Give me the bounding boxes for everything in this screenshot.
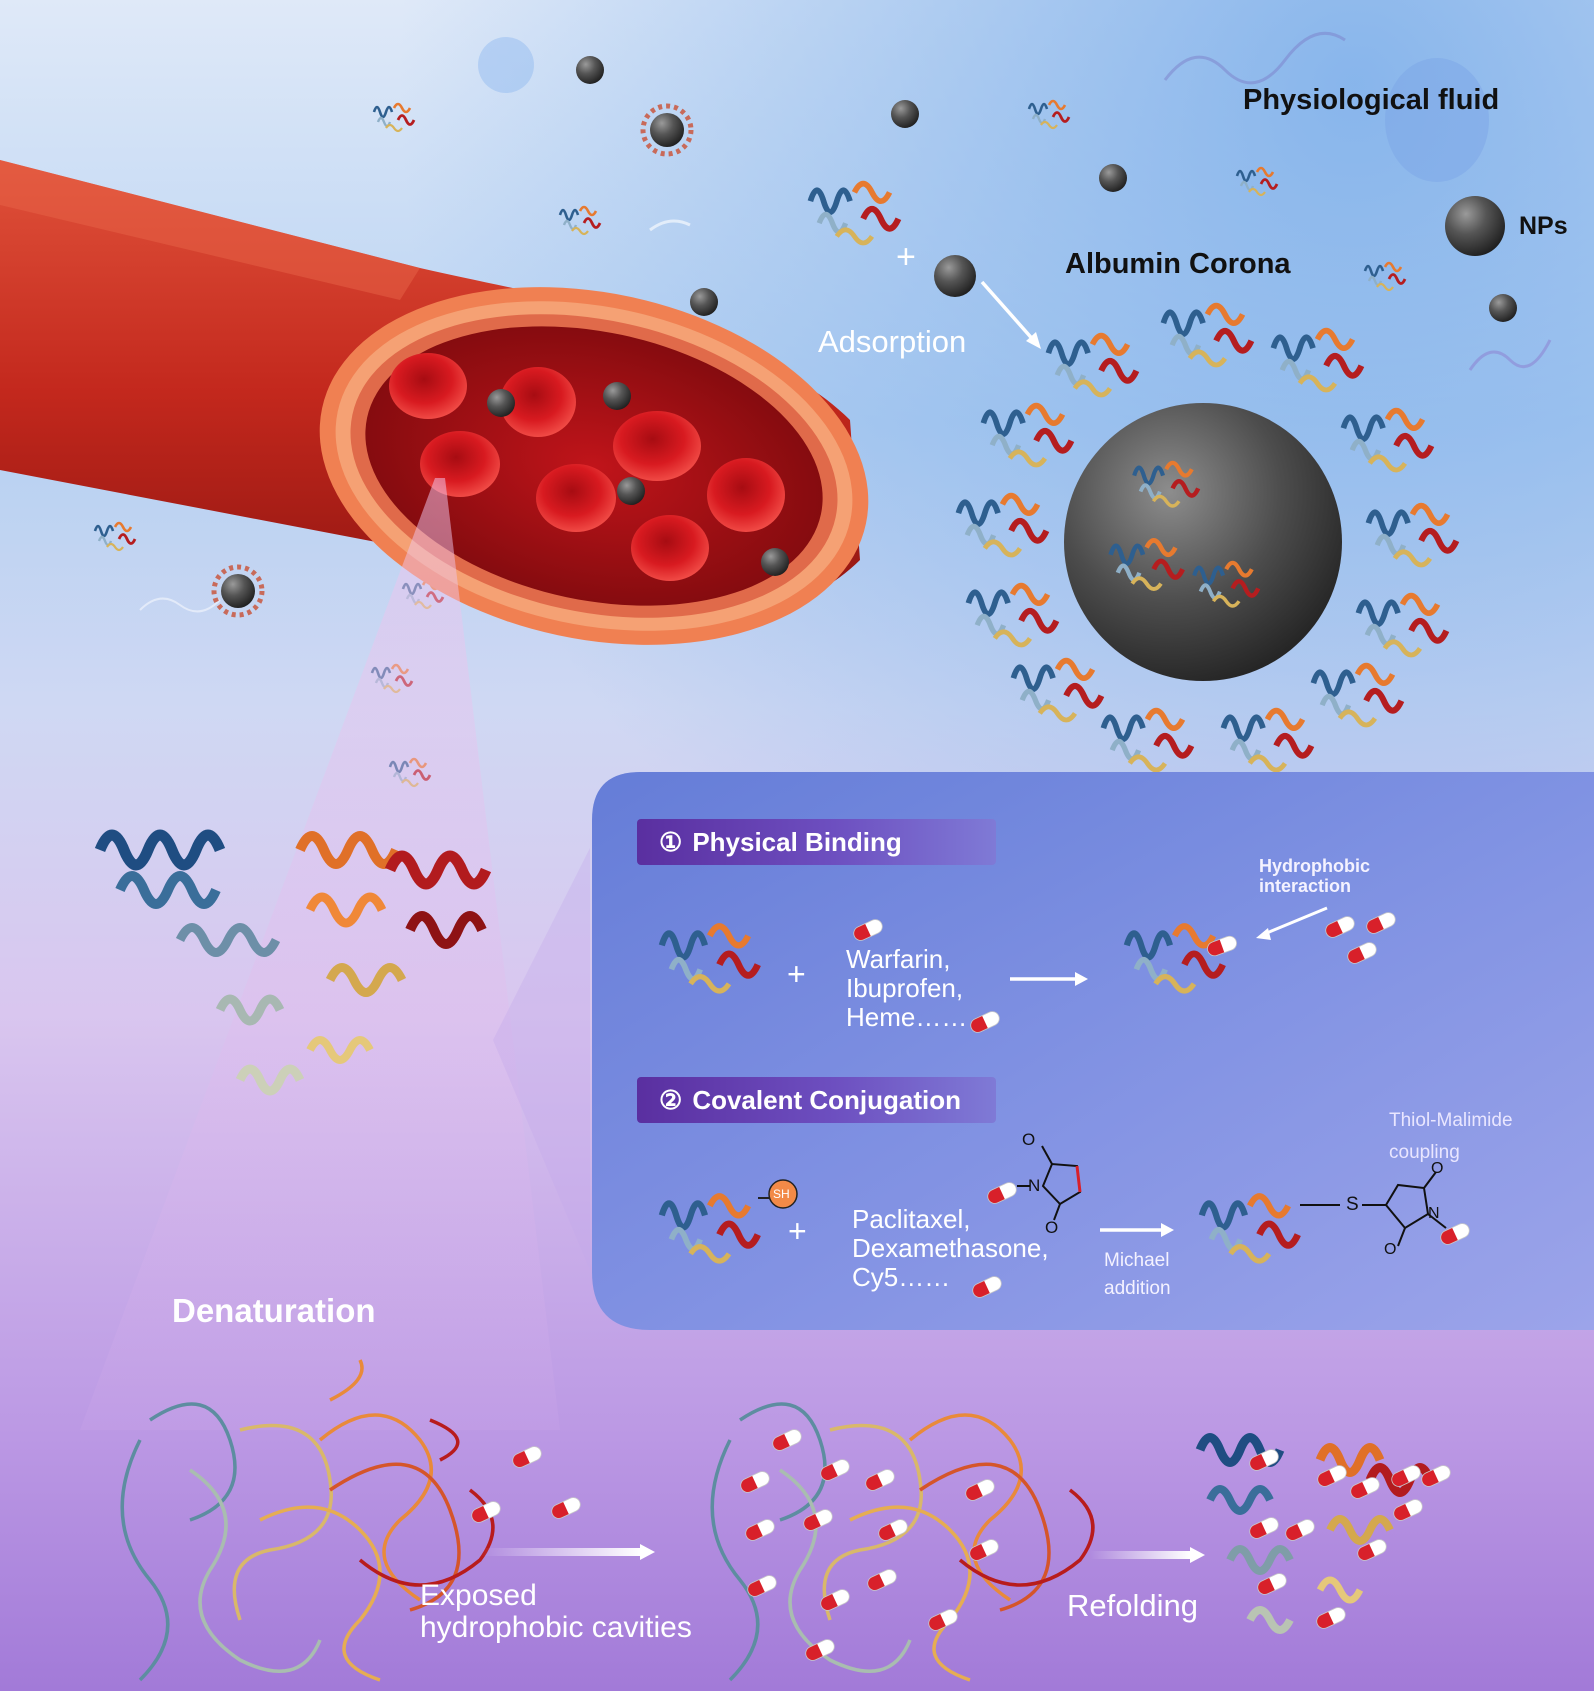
refolded-albumin <box>1195 1433 1435 1634</box>
binding-methods-panel <box>592 772 1594 1330</box>
maleimide-oxygen-top: O <box>1022 1130 1036 1149</box>
michael-addition-label: Michael addition <box>1104 1250 1171 1299</box>
plus-sign-top: + <box>896 238 916 276</box>
maleimide-oxygen-bottom: O <box>1045 1218 1059 1237</box>
sulfur-atom: S <box>1346 1194 1359 1215</box>
albumin-corona-particle <box>958 306 1456 770</box>
physical-binding-title: Physical Binding <box>692 827 902 857</box>
nanoparticle-scatter <box>576 56 1517 576</box>
red-blood-cells <box>389 353 785 581</box>
succinimide-oxygen-bottom: O <box>1384 1241 1397 1258</box>
physical-drug-list: Warfarin, Ibuprofen, Heme…… <box>846 944 968 1032</box>
hydrophobic-interaction-label: Hydrophobic interaction <box>1259 856 1370 896</box>
physical-binding-header: ① Physical Binding <box>637 819 996 865</box>
albumin-corona-label: Albumin Corona <box>1065 248 1291 280</box>
adsorption-label: Adsorption <box>818 324 967 359</box>
covalent-drug-list: Paclitaxel, Dexamethasone, Cy5…… <box>852 1204 1049 1292</box>
thiol-label: SH <box>773 1187 790 1201</box>
maleimide-structure <box>1017 1145 1082 1221</box>
blood-vessel <box>0 160 869 645</box>
physiological-fluid-label: Physiological fluid <box>1243 84 1500 116</box>
plus-sign-physical: + <box>787 956 806 992</box>
step-number-2: ② <box>659 1085 683 1115</box>
albumin-structure <box>94 829 492 1096</box>
thiol-group-icon <box>768 1179 798 1209</box>
thiol-maleimide-coupling-label: Thiol-Malimide coupling <box>1389 1110 1513 1163</box>
covalent-conjugation-header: ② Covalent Conjugation <box>637 1077 996 1123</box>
succinimide-nitrogen: N <box>1428 1205 1440 1222</box>
succinimide-oxygen-top: O <box>1431 1160 1444 1177</box>
maleimide-nitrogen: N <box>1028 1176 1041 1195</box>
np-legend-sphere <box>1445 196 1505 256</box>
plus-sign-covalent: + <box>788 1213 807 1249</box>
nps-label: NPs <box>1519 212 1568 240</box>
refolding-label: Refolding <box>1067 1588 1198 1623</box>
covalent-conjugation-title: Covalent Conjugation <box>692 1085 961 1115</box>
exposed-cavities-label: Exposed hydrophobic cavities <box>420 1579 692 1644</box>
thiosuccinimide-structure <box>1300 1171 1447 1247</box>
denaturation-label: Denaturation <box>172 1292 376 1329</box>
step-number-1: ① <box>659 827 683 857</box>
